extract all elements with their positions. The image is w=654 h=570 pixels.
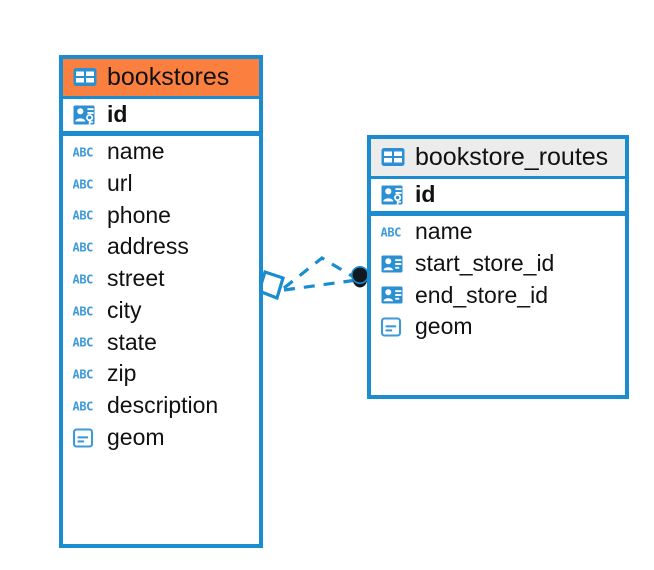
text-type-icon: ABC bbox=[72, 395, 98, 417]
column-name: geom bbox=[415, 313, 473, 340]
entity-title: bookstores bbox=[107, 63, 230, 91]
svg-text:ABC: ABC bbox=[73, 145, 94, 159]
column-list-bookstore-routes: ABC name start_store_id bbox=[371, 216, 625, 343]
column-name: name bbox=[107, 138, 165, 164]
column-name: city bbox=[107, 296, 142, 323]
column-name: description bbox=[107, 392, 219, 418]
text-type-icon: ABC bbox=[380, 221, 406, 243]
column-row-geom[interactable]: geom bbox=[63, 422, 259, 454]
column-name: end_store_id bbox=[415, 281, 548, 308]
column-row-state[interactable]: ABC state bbox=[63, 327, 259, 359]
svg-text:ABC: ABC bbox=[73, 209, 94, 223]
column-row-name[interactable]: ABC name bbox=[371, 216, 625, 248]
column-row-city[interactable]: ABC city bbox=[63, 295, 259, 327]
foreign-key-icon bbox=[380, 284, 406, 306]
svg-text:ABC: ABC bbox=[73, 336, 94, 350]
text-type-icon: ABC bbox=[72, 236, 98, 258]
column-name: id bbox=[415, 181, 436, 208]
geometry-type-icon bbox=[380, 316, 406, 338]
filled-circle-marker bbox=[350, 265, 369, 288]
column-row-end-store-id[interactable]: end_store_id bbox=[371, 280, 625, 312]
geometry-type-icon bbox=[72, 427, 98, 449]
column-row-phone[interactable]: ABC phone bbox=[63, 200, 259, 232]
text-type-icon: ABC bbox=[72, 268, 98, 290]
svg-text:ABC: ABC bbox=[73, 272, 94, 286]
column-name: address bbox=[107, 233, 189, 260]
column-row-description[interactable]: ABC description bbox=[63, 390, 259, 422]
svg-text:ABC: ABC bbox=[381, 225, 402, 239]
column-row-id[interactable]: id bbox=[63, 99, 259, 131]
primary-key-section-bookstore-routes: id bbox=[371, 176, 625, 216]
column-name: street bbox=[107, 265, 165, 291]
text-type-icon: ABC bbox=[72, 204, 98, 226]
column-list-bookstores: ABC name ABC url ABC p bbox=[63, 136, 259, 454]
text-type-icon: ABC bbox=[72, 141, 98, 163]
column-name: id bbox=[107, 101, 128, 128]
column-row-name[interactable]: ABC name bbox=[63, 136, 259, 168]
table-icon bbox=[72, 66, 98, 88]
column-row-geom[interactable]: geom bbox=[371, 311, 625, 343]
text-type-icon: ABC bbox=[72, 331, 98, 353]
column-name: name bbox=[415, 218, 473, 244]
primary-key-section-bookstores: id bbox=[63, 96, 259, 136]
primary-key-icon bbox=[72, 104, 98, 126]
column-row-start-store-id[interactable]: start_store_id bbox=[371, 248, 625, 280]
svg-text:ABC: ABC bbox=[73, 177, 94, 191]
relationship-line-upper bbox=[283, 256, 358, 290]
text-type-icon: ABC bbox=[72, 173, 98, 195]
text-type-icon: ABC bbox=[72, 363, 98, 385]
relationship-line-lower bbox=[283, 278, 358, 292]
foreign-key-icon bbox=[380, 253, 406, 275]
column-name: phone bbox=[107, 201, 171, 228]
column-row-id[interactable]: id bbox=[371, 179, 625, 211]
svg-text:ABC: ABC bbox=[73, 368, 94, 382]
text-type-icon: ABC bbox=[72, 300, 98, 322]
column-name: state bbox=[107, 328, 157, 355]
entity-title: bookstore_routes bbox=[415, 143, 609, 171]
column-name: start_store_id bbox=[415, 249, 555, 276]
column-row-zip[interactable]: ABC zip bbox=[63, 358, 259, 390]
column-row-street[interactable]: ABC street bbox=[63, 263, 259, 295]
entity-bookstore-routes[interactable]: bookstore_routes id bbox=[367, 135, 629, 399]
column-name: url bbox=[107, 169, 133, 196]
entity-bookstores[interactable]: bookstores id bbox=[59, 55, 263, 548]
column-row-address[interactable]: ABC address bbox=[63, 231, 259, 263]
column-name: zip bbox=[107, 360, 137, 387]
primary-key-icon bbox=[380, 184, 406, 206]
entity-header-bookstores[interactable]: bookstores bbox=[63, 59, 259, 97]
column-name: geom bbox=[107, 423, 165, 450]
table-icon bbox=[380, 146, 406, 168]
svg-text:ABC: ABC bbox=[73, 399, 94, 413]
svg-text:ABC: ABC bbox=[73, 304, 94, 318]
column-row-url[interactable]: ABC url bbox=[63, 168, 259, 200]
svg-text:ABC: ABC bbox=[73, 241, 94, 255]
entity-header-bookstore-routes[interactable]: bookstore_routes bbox=[371, 139, 625, 177]
